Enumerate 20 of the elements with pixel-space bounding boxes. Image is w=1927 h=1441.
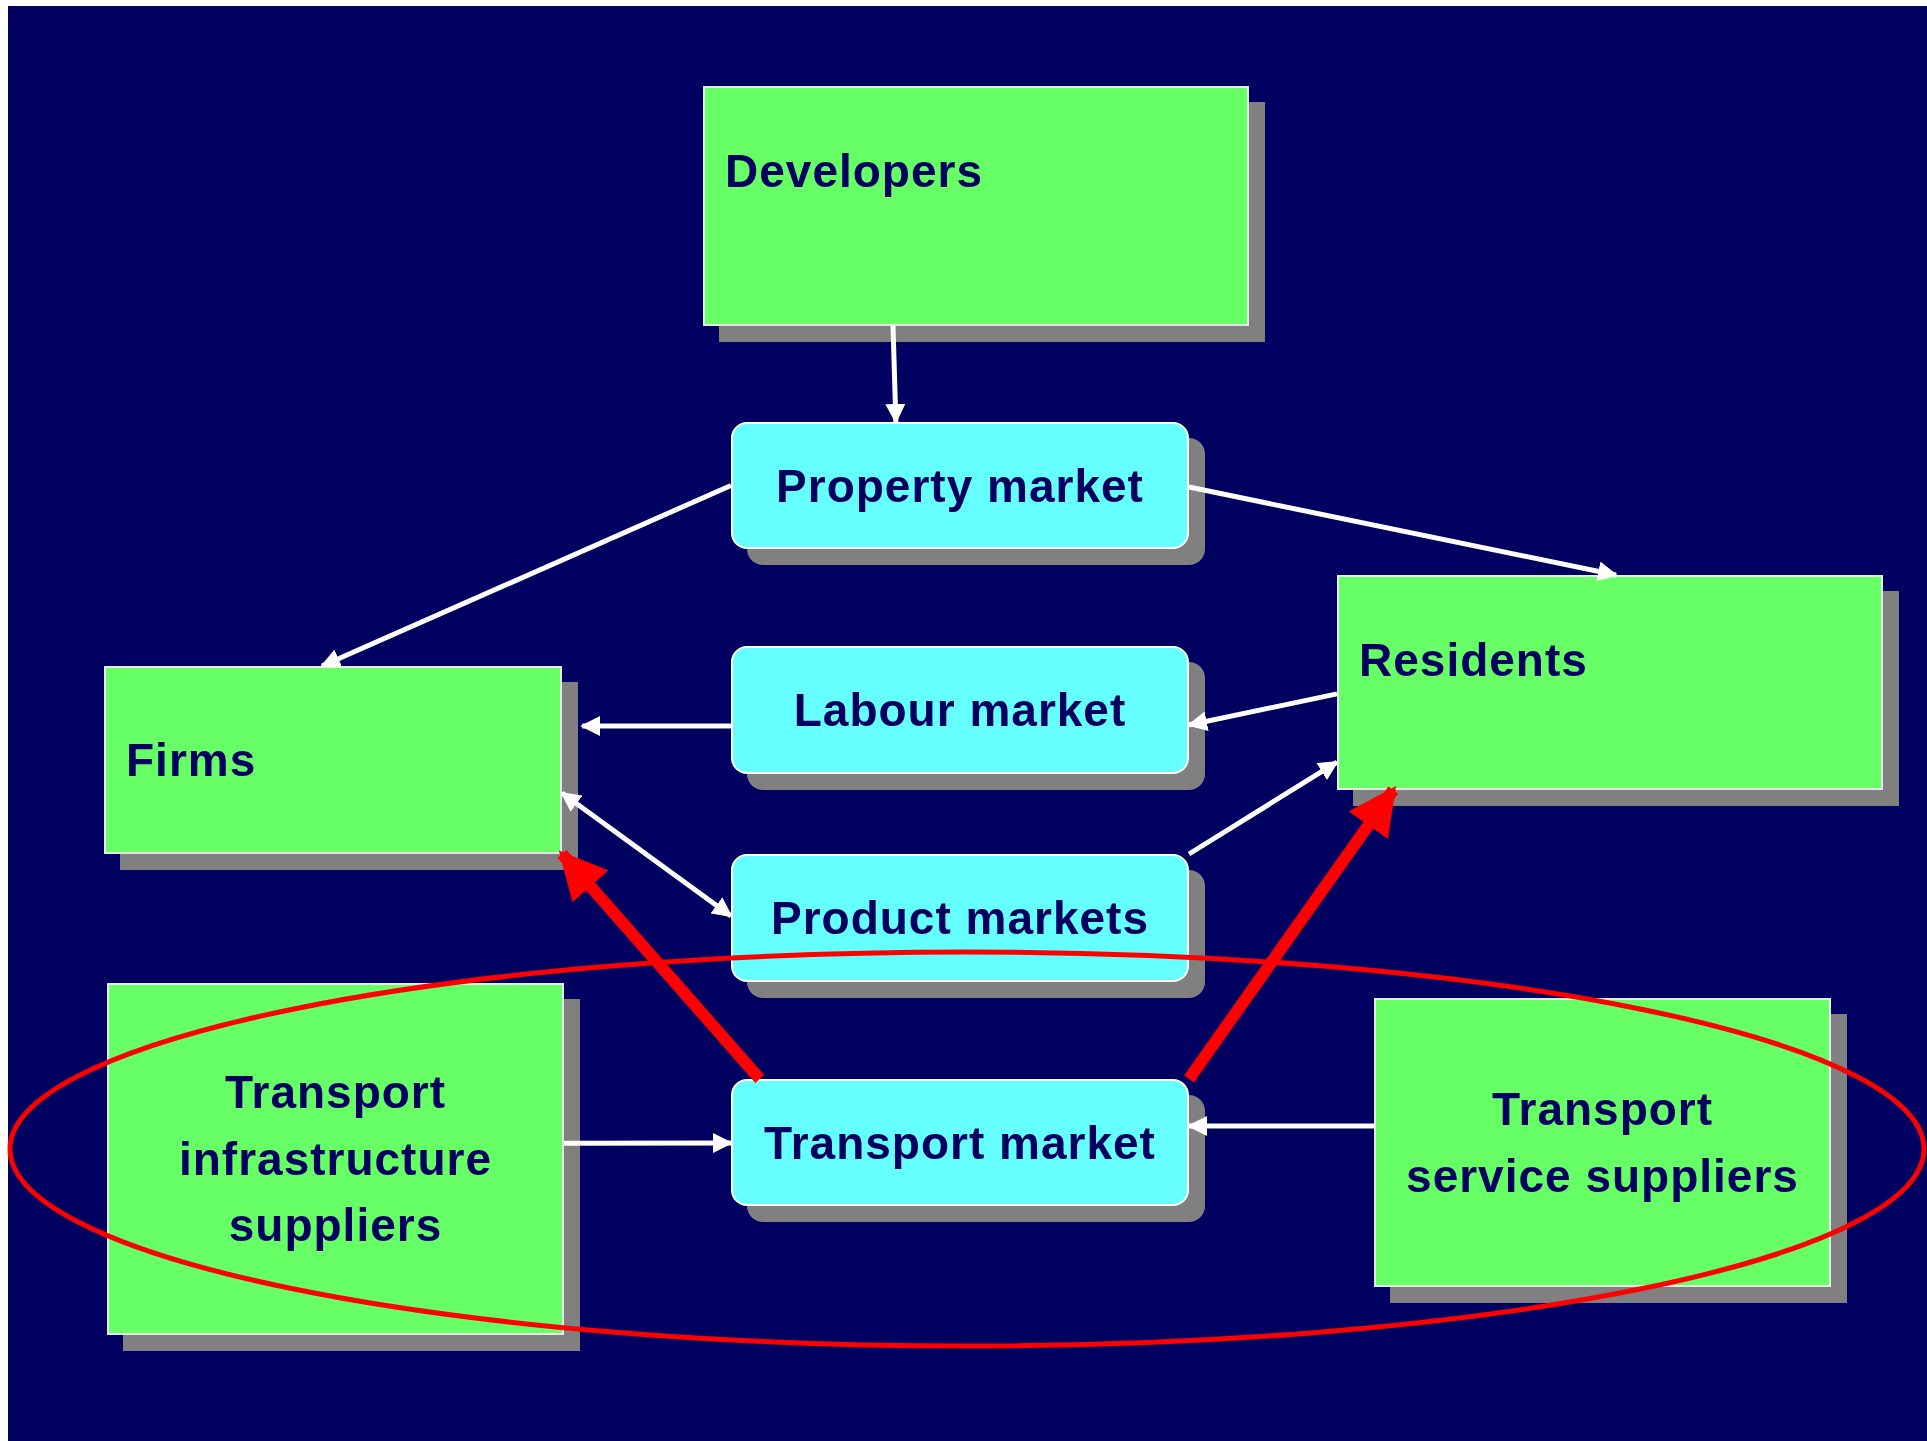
actor-label: Residents [1359, 633, 1588, 687]
arrow [1187, 1116, 1374, 1136]
market-label: Product markets [771, 891, 1149, 945]
arrow [557, 850, 765, 1083]
arrow [580, 716, 731, 736]
arrow [1188, 484, 1618, 582]
arrow [1184, 786, 1399, 1083]
actor-label: Transport service suppliers [1406, 1081, 1799, 1204]
arrow [1187, 759, 1339, 857]
arrow [560, 791, 733, 918]
actor-label: Developers [725, 144, 983, 198]
market-label: Property market [776, 458, 1144, 513]
arrow [885, 325, 906, 424]
actor-label: Firms [126, 733, 257, 787]
market-label: Labour market [793, 683, 1127, 737]
arrow [320, 483, 732, 669]
arrow [1187, 691, 1338, 732]
actor-label: Transport infrastructure suppliers [177, 1064, 494, 1254]
market-label: Transport market [764, 1115, 1156, 1170]
arrow [564, 1133, 733, 1153]
